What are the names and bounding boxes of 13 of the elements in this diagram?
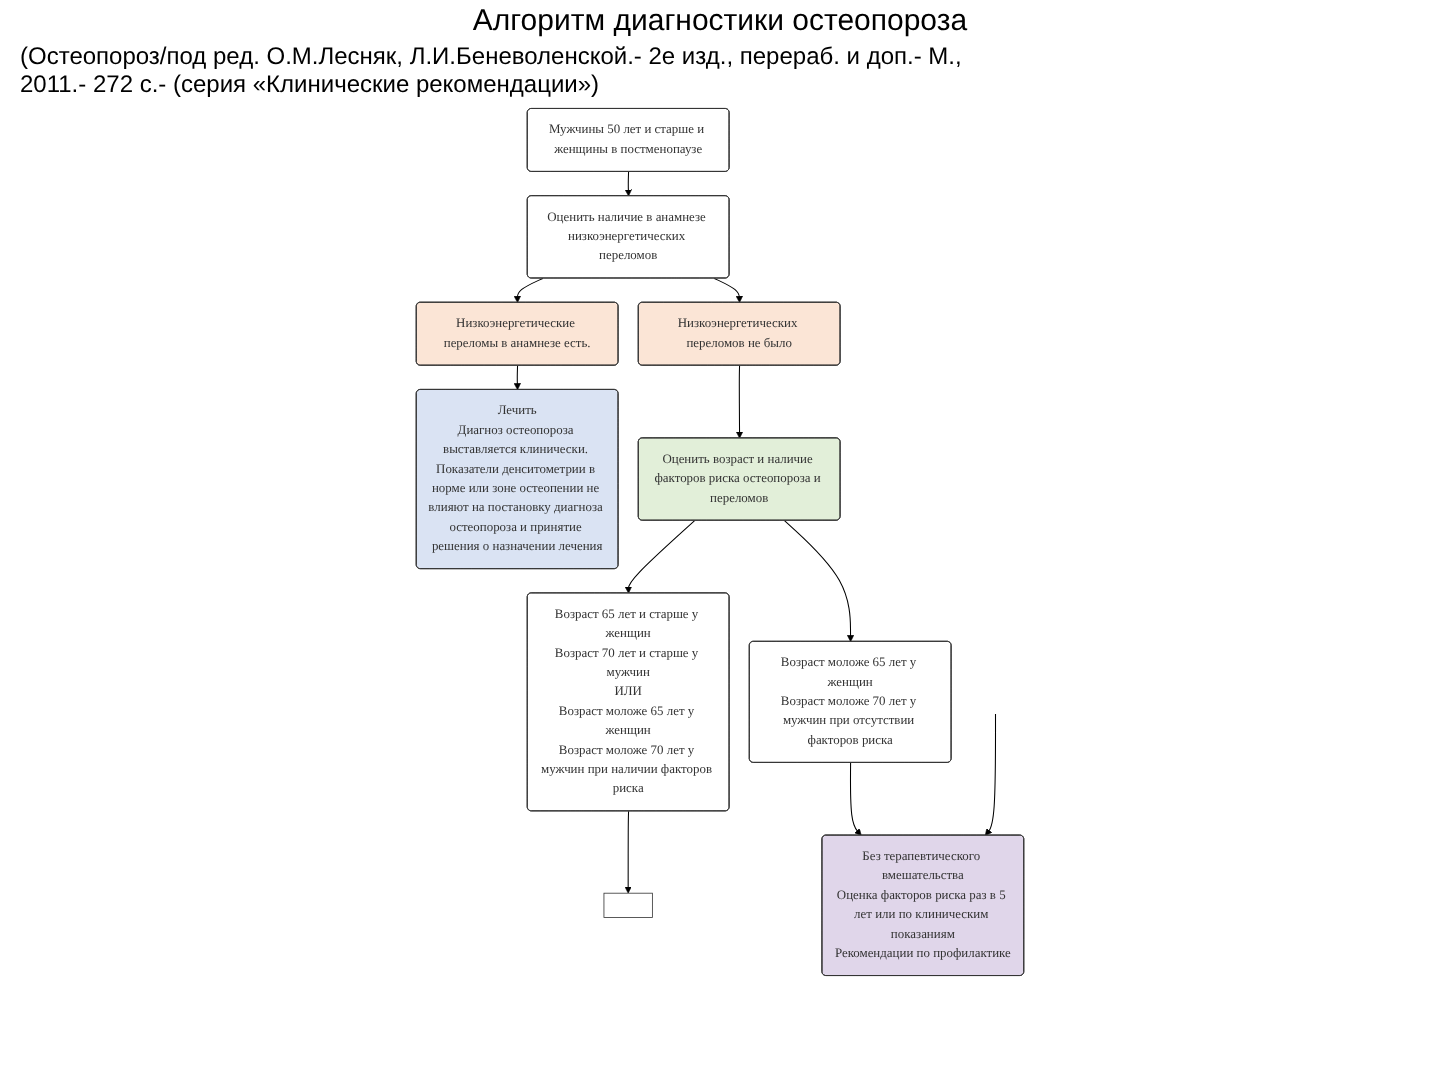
node-box xyxy=(603,892,653,918)
arrow xyxy=(849,762,862,836)
arrow xyxy=(624,171,632,197)
title: Алгоритм диагностики остеопороза xyxy=(470,4,970,38)
arrow xyxy=(784,520,855,643)
arrow xyxy=(713,277,743,303)
arrow xyxy=(736,365,744,439)
arrow xyxy=(513,365,521,391)
arrow xyxy=(624,520,696,594)
arrow xyxy=(513,277,544,303)
reference-note: (Остеопороз/под ред. О.М.Лесняк, Л.И.Беневоленской.- 2е изд., перераб. и доп.- М., 2011.- 272 с.- (серия «Клинические рекомендации») xyxy=(20,42,964,98)
arrow xyxy=(984,713,997,836)
arrow xyxy=(624,810,632,894)
